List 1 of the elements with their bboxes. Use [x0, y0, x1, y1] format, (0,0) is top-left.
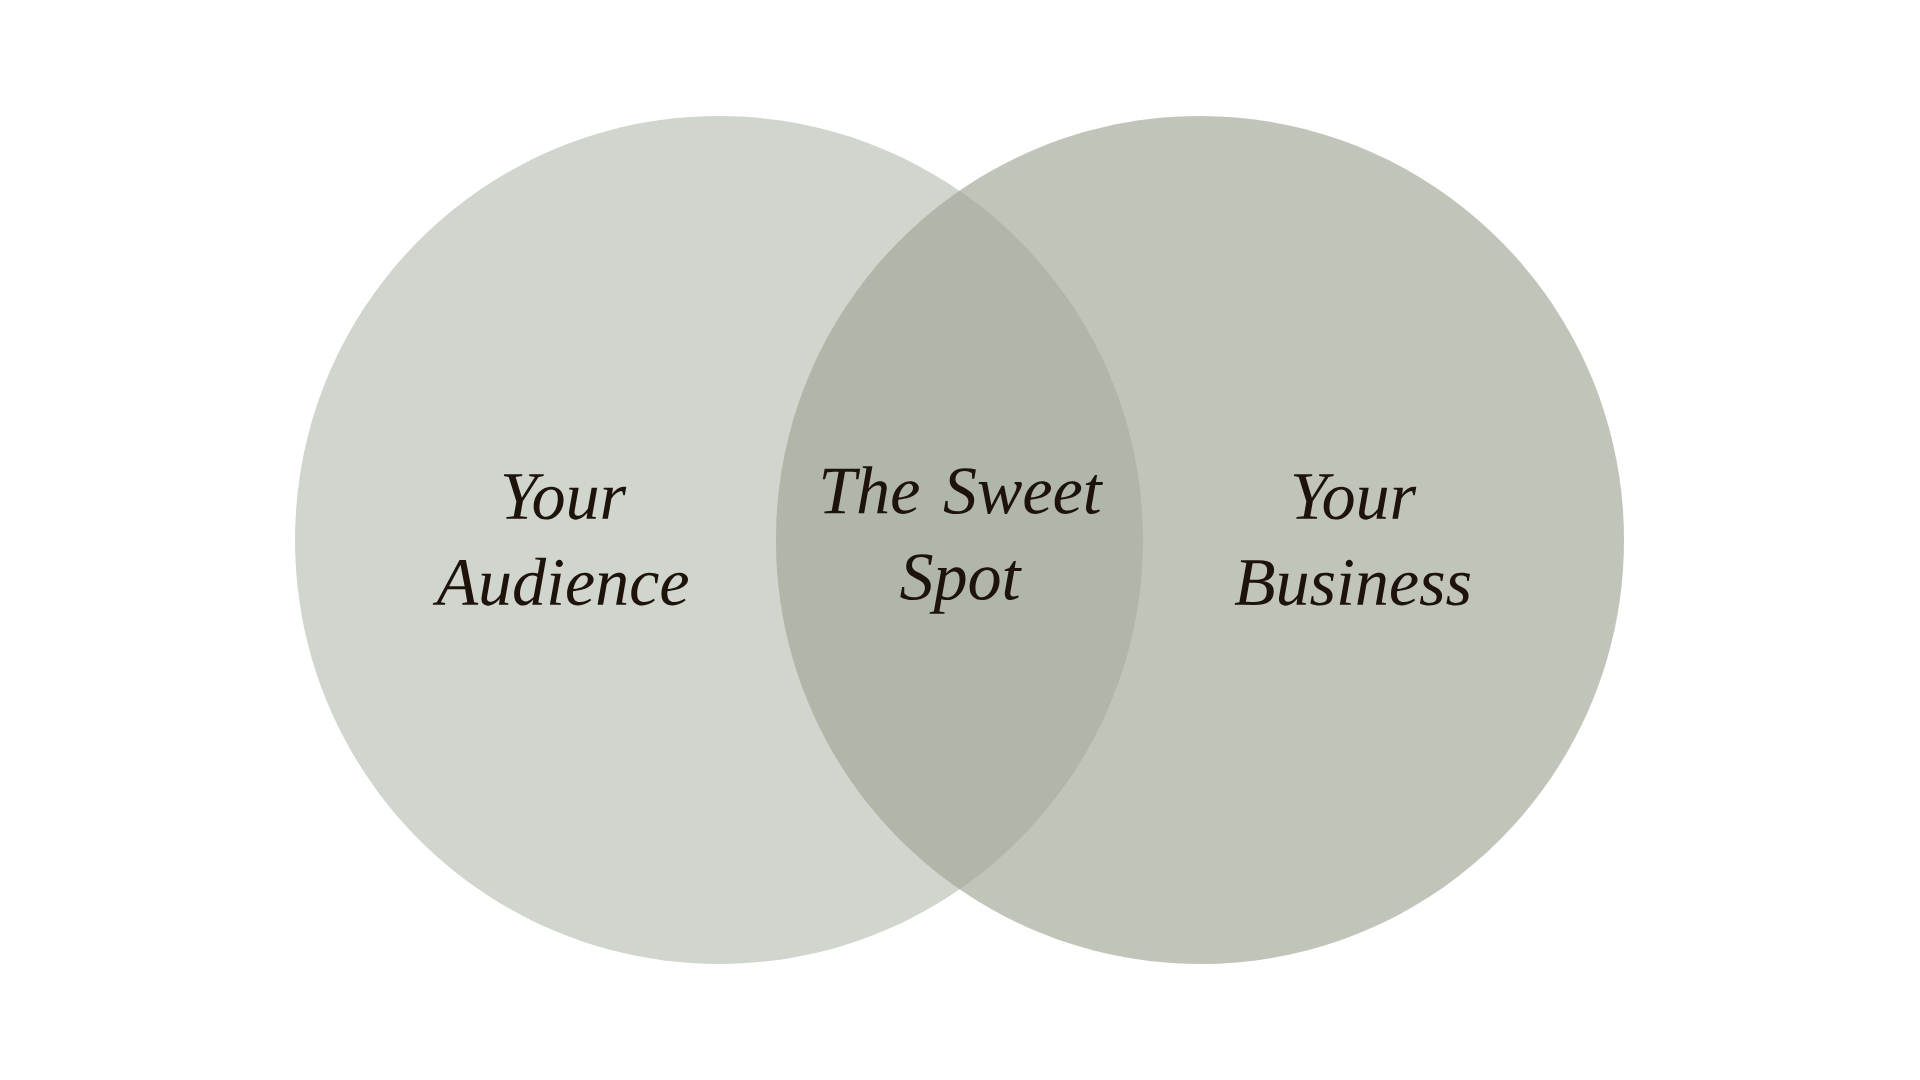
- overlap-region: The Sweet Spot: [822, 466, 1103, 614]
